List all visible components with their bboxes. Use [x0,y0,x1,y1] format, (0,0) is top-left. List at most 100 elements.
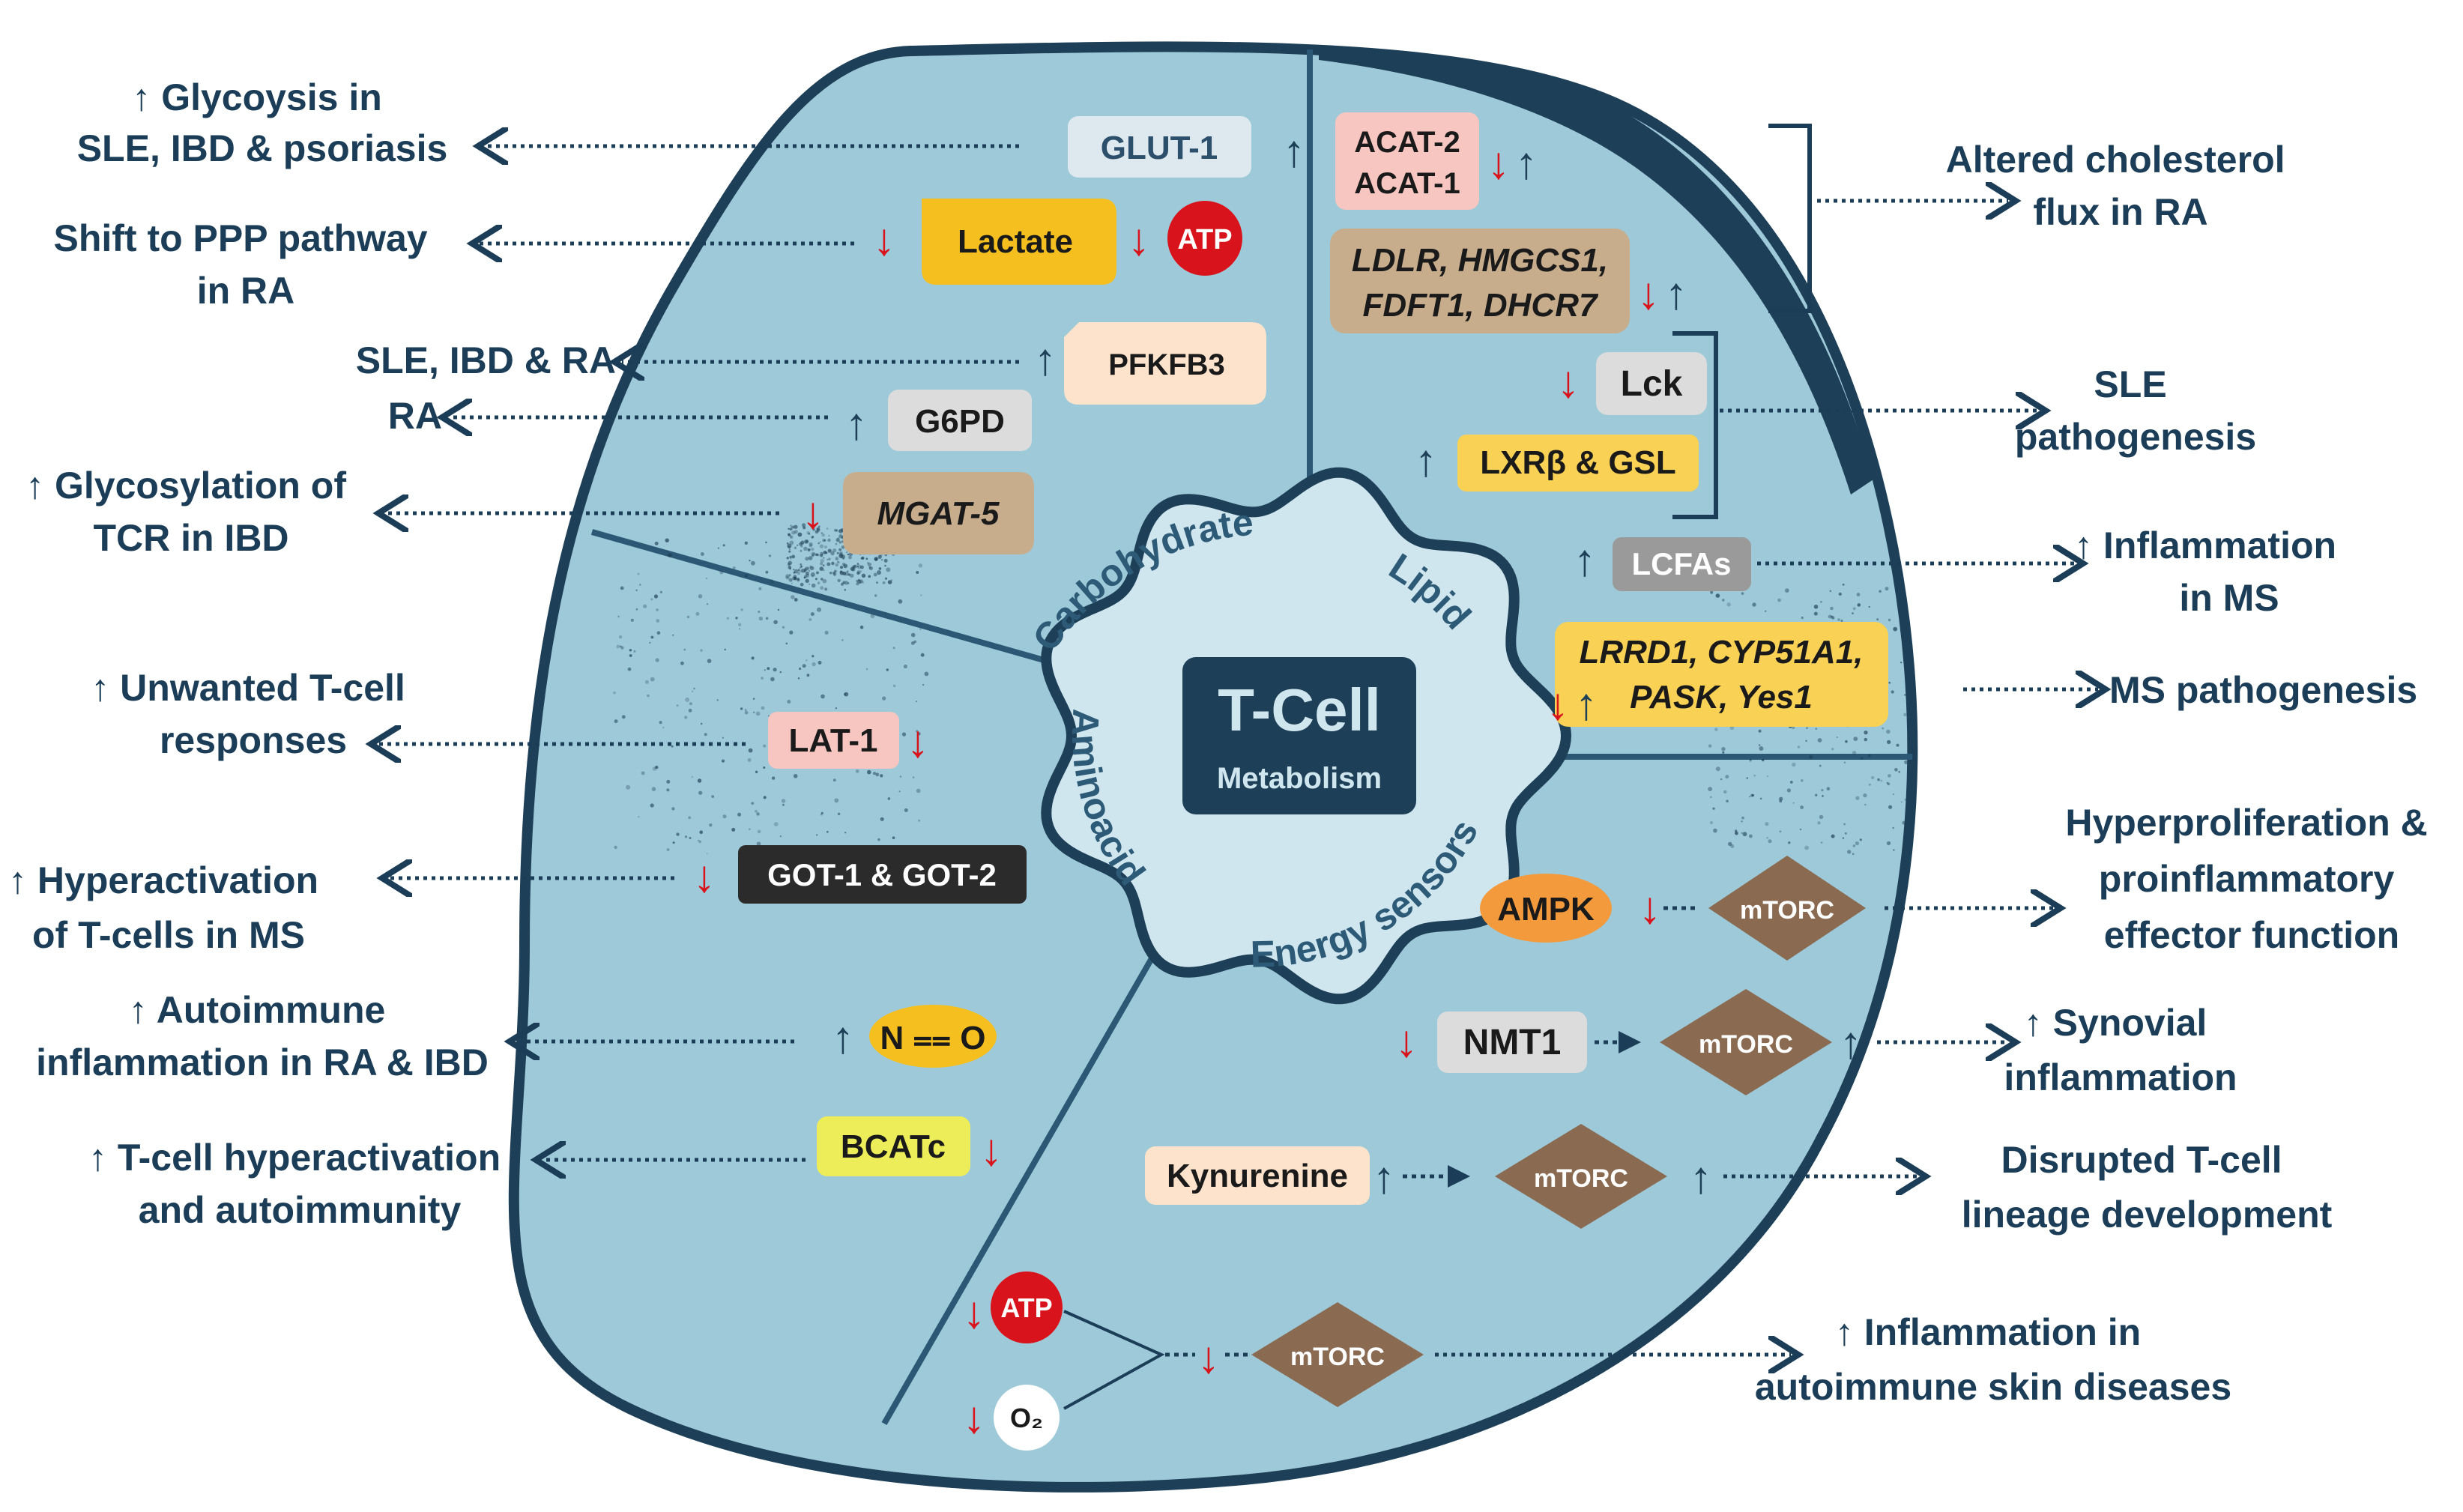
arrow-down-o2: ↓ [963,1392,985,1442]
arrow-up-ldlr: ↑ [1665,268,1687,318]
outcome-right-7: ↑ Inflammation in autoimmune skin diseas… [1755,1311,2231,1408]
arrow-up-glut1: ↑ [1283,126,1305,176]
outcome-right-4: Hyperproliferation & proinflammatory eff… [2065,802,2438,956]
svg-text:LRRD1, CYP51A1,: LRRD1, CYP51A1, [1579,634,1863,671]
chip-ldlr: LDLR, HMGCS1, FDFT1, DHCR7 [1330,229,1630,333]
chip-acat: ACAT-2 ACAT-1 [1335,112,1479,210]
outcome-right-6: Disrupted T-cell lineage development [1962,1139,2333,1236]
outcome-left-3: RA [388,395,442,437]
outcome-right-1: SLE pathogenesis [2015,363,2256,458]
mtorc-diamond-3: mTORC [1495,1124,1667,1229]
chip-g6pd: G6PD [888,390,1032,451]
chip-mgat5: MGAT-5 [843,472,1034,554]
svg-text:Lactate: Lactate [958,223,1073,260]
outcome-left-7: ↑ Autoimmune inflammation in RA & IBD [36,989,489,1083]
chip-pfkfb3: PFKFB3 [1064,322,1266,405]
svg-text:ATP: ATP [1000,1292,1052,1323]
outcome-left-2: SLE, IBD & RA [356,339,616,381]
svg-text:LCFAs: LCFAs [1631,546,1731,581]
atp-badge: ATP [1167,201,1242,276]
arrow-up-no: ↑ [832,1012,854,1062]
outcome-right-2: ↑ Inflammation in MS [2074,524,2347,619]
arrow-down-ampk: ↓ [1639,883,1661,933]
arrow-down-mgat5: ↓ [802,488,824,538]
svg-text:ACAT-2: ACAT-2 [1354,126,1460,159]
center-title: T-Cell [1218,677,1381,743]
svg-text:ATP: ATP [1177,224,1232,255]
outcomes-right: Altered cholesterol flux in RA SLE patho… [1755,139,2438,1408]
svg-text:Kynurenine: Kynurenine [1167,1158,1348,1194]
arrow-up-lxr: ↑ [1415,435,1437,486]
arrow-down-atp: ↓ [1128,214,1150,264]
svg-text:MGAT-5: MGAT-5 [877,495,1000,532]
svg-text:BCATc: BCATc [841,1128,946,1165]
arrow-down-ldlr: ↓ [1637,268,1660,318]
svg-text:ACAT-1: ACAT-1 [1354,167,1460,200]
convergence-lines [1063,1310,1165,1410]
svg-text:LXRβ & GSL: LXRβ & GSL [1480,444,1676,481]
outcome-left-4: ↑ Glycosylation of TCR in IBD [25,465,357,559]
chip-lat1: LAT-1 [768,712,899,769]
svg-text:G6PD: G6PD [915,403,1005,440]
svg-text:GLUT-1: GLUT-1 [1101,130,1218,166]
chip-lactate: Lactate [922,199,1116,285]
o2-badge: O₂ [994,1385,1060,1451]
outcome-left-6: ↑ Hyperactivation of T-cells in MS [8,859,329,956]
center-subtitle: Metabolism [1217,762,1382,795]
svg-text:Lck: Lck [1621,364,1683,404]
chip-nmt1: NMT1 [1437,1011,1587,1073]
arrowhead-kynurenine [1448,1165,1470,1188]
bracket-sle [1672,331,1718,519]
outcome-left-1: Shift to PPP pathway in RA [53,217,438,312]
arrow-down-nmt1: ↓ [1395,1016,1418,1066]
chip-ampk: AMPK [1480,874,1612,943]
chip-lck: Lck [1596,352,1707,415]
svg-text:PFKFB3: PFKFB3 [1108,348,1225,381]
arrow-up-lcfas: ↑ [1574,535,1596,585]
svg-text:mTORC: mTORC [1699,1030,1793,1059]
mtorc-diamond-4: mTORC [1251,1302,1424,1407]
arrow-down-atp-2: ↓ [963,1287,985,1337]
atp-badge-2: ATP [991,1271,1063,1343]
chip-bcatc: BCATc [817,1116,970,1176]
svg-text:AMPK: AMPK [1497,891,1595,928]
chip-glut1: GLUT-1 [1068,116,1251,178]
arrowhead-nmt1 [1619,1031,1641,1053]
arrow-up-acat: ↑ [1515,138,1538,188]
svg-text:GOT-1 & GOT-2: GOT-1 & GOT-2 [767,857,997,892]
arrow-up-lrrd1: ↑ [1575,679,1598,729]
arrow-down-got: ↓ [693,851,716,901]
mtorc-diamond-1: mTORC [1708,856,1866,961]
arrow-down-acat: ↓ [1487,138,1510,188]
center-title-box: T-Cell Metabolism [1182,657,1416,814]
outcome-right-3: MS pathogenesis [2109,669,2417,711]
arrow-up-pfkfb3: ↑ [1034,334,1057,384]
svg-text:PASK, Yes1: PASK, Yes1 [1630,679,1813,716]
chip-lrrd1: LRRD1, CYP51A1, PASK, Yes1 [1555,622,1888,727]
arrow-up-g6pd: ↑ [845,399,868,449]
outcome-right-5: ↑ Synovial inflammation [2004,1002,2237,1098]
outcome-left-5: ↑ Unwanted T-cell responses [91,667,415,761]
svg-text:NMT1: NMT1 [1463,1023,1562,1062]
outcomes-left: ↑ Glycoysis in SLE, IBD & psoriasis Shif… [8,76,616,1231]
arrow-down-lrrd1: ↓ [1547,679,1569,729]
mtorc-diamond-2: mTORC [1660,989,1832,1095]
dotted-connectors [378,146,2098,1355]
svg-text:O₂: O₂ [1010,1403,1043,1433]
svg-text:FDFT1, DHCR7: FDFT1, DHCR7 [1363,287,1599,324]
bracket-cholesterol [1768,124,1812,313]
outcome-right-0: Altered cholesterol flux in RA [1946,139,2296,233]
chip-lxr: LXRβ & GSL [1457,435,1699,492]
chip-kynurenine: Kynurenine [1145,1146,1370,1205]
chip-got: GOT-1 & GOT-2 [738,845,1027,904]
arrow-down-mtorc-4: ↓ [1197,1332,1220,1382]
svg-text:LAT-1: LAT-1 [789,722,878,759]
svg-text:LDLR, HMGCS1,: LDLR, HMGCS1, [1352,242,1608,279]
svg-text:mTORC: mTORC [1290,1343,1385,1371]
arrow-up-mtorc-3: ↑ [1690,1152,1712,1203]
arrow-up-kynurenine: ↑ [1373,1152,1395,1203]
svg-text:mTORC: mTORC [1534,1164,1628,1193]
outcome-left-0: ↑ Glycoysis in SLE, IBD & psoriasis [77,76,448,169]
chip-no: N ⩵ O [869,1005,997,1068]
